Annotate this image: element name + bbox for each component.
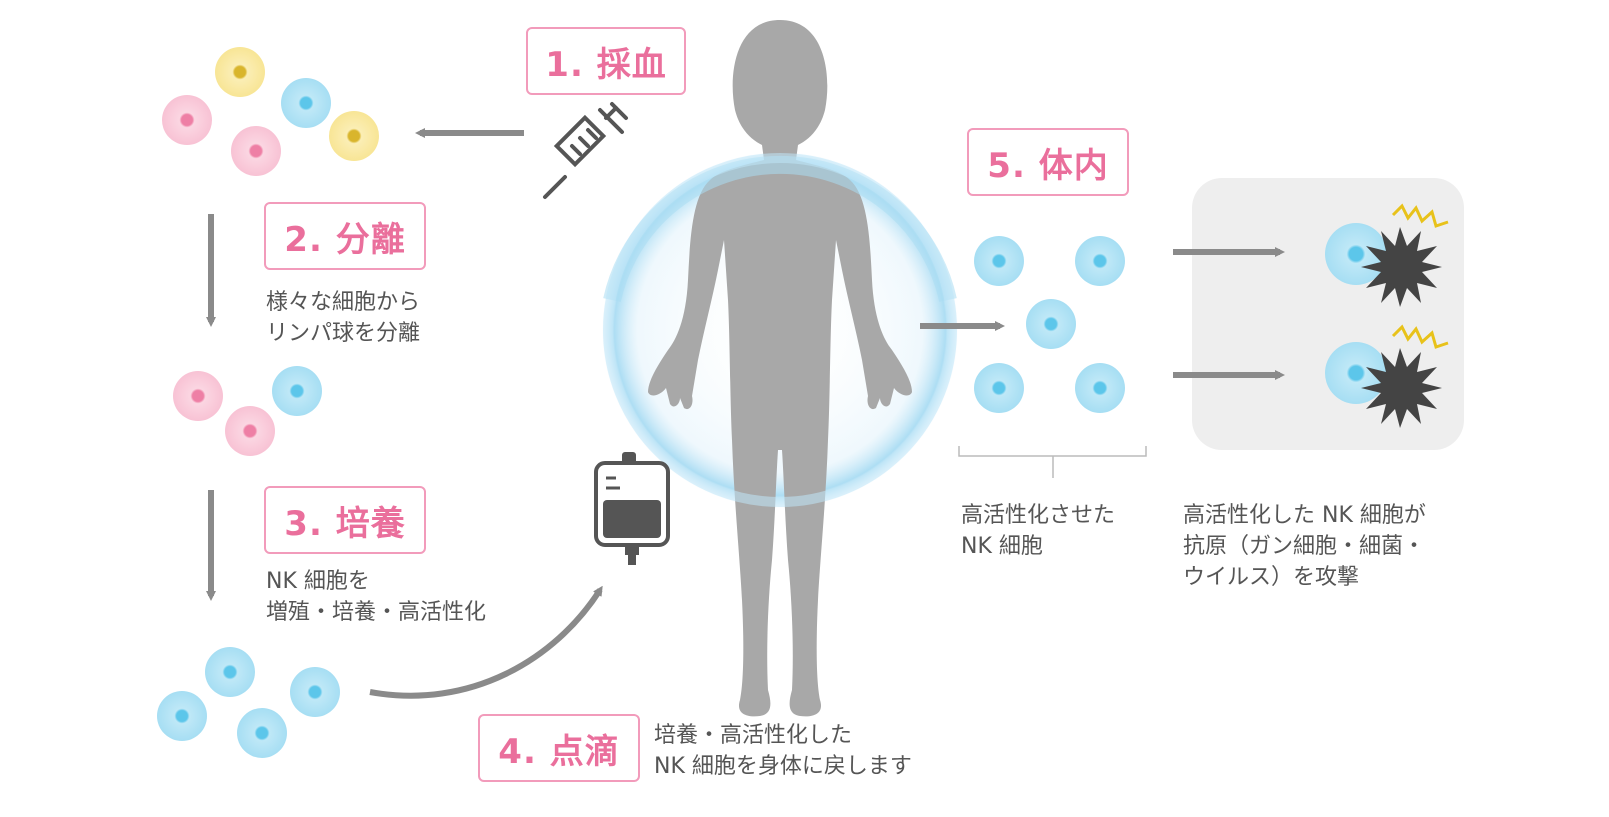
cell-blue bbox=[1075, 236, 1125, 286]
arrow-drip bbox=[369, 585, 603, 699]
activated-caption: 高活性化させた NK 細胞 bbox=[961, 500, 1115, 562]
attack-pair-bottom bbox=[1325, 324, 1449, 428]
caption-line: NK 細胞 bbox=[961, 534, 1043, 559]
cell-yellow bbox=[329, 111, 379, 161]
drip-caption: 培養・高活性化した NK 細胞を身体に戻します bbox=[654, 720, 912, 782]
attack-caption: 高活性化した NK 細胞が 抗原（ガン細胞・細菌・ ウイルス）を攻撃 bbox=[1183, 500, 1426, 593]
caption-line: NK 細胞を bbox=[266, 569, 370, 594]
caption-line: 高活性化した NK 細胞が bbox=[1183, 503, 1426, 528]
step-3-culture: 3. 培養 bbox=[264, 486, 426, 554]
cell-yellow bbox=[215, 47, 265, 97]
activated-cells-group bbox=[974, 236, 1125, 413]
step-1-blood-collection: 1. 採血 bbox=[526, 27, 686, 95]
caption-line: NK 細胞を身体に戻します bbox=[654, 754, 912, 779]
cell-blue bbox=[1075, 363, 1125, 413]
caption-line: 増殖・培養・高活性化 bbox=[266, 600, 487, 625]
attack-pair-top bbox=[1325, 203, 1449, 307]
arrows bbox=[206, 128, 1285, 699]
bracket bbox=[958, 446, 1147, 478]
cell-blue bbox=[1026, 299, 1076, 349]
caption-line: リンパ球を分離 bbox=[266, 321, 421, 346]
separation-caption: 様々な細胞から リンパ球を分離 bbox=[266, 287, 420, 349]
cultured-cells-group bbox=[157, 647, 340, 758]
caption-line: 高活性化させた bbox=[961, 503, 1116, 528]
blood-cells-group bbox=[162, 47, 379, 176]
step-4-drip: 4. 点滴 bbox=[478, 714, 640, 782]
cell-blue bbox=[237, 708, 287, 758]
step-2-separation: 2. 分離 bbox=[264, 202, 426, 270]
culture-caption: NK 細胞を 増殖・培養・高活性化 bbox=[266, 566, 486, 628]
cell-blue bbox=[157, 691, 207, 741]
human-silhouette-icon bbox=[648, 20, 912, 717]
cell-blue bbox=[290, 667, 340, 717]
cell-pink bbox=[162, 95, 212, 145]
pathogen-icon bbox=[1361, 348, 1442, 428]
separated-cells-group bbox=[173, 366, 322, 456]
cell-pink bbox=[231, 126, 281, 176]
cell-blue bbox=[205, 647, 255, 697]
iv-drip-bag-icon bbox=[594, 452, 670, 565]
cell-blue bbox=[272, 366, 322, 416]
step-5-in-body: 5. 体内 bbox=[967, 128, 1129, 196]
caption-line: ウイルス）を攻撃 bbox=[1183, 565, 1360, 590]
cell-pink bbox=[225, 406, 275, 456]
cell-pink bbox=[173, 371, 223, 421]
caption-line: 様々な細胞から bbox=[266, 290, 421, 315]
glow-ring-outline bbox=[603, 153, 957, 507]
impact-spark-icon bbox=[1391, 324, 1449, 349]
caption-line: 抗原（ガン細胞・細菌・ bbox=[1183, 534, 1426, 559]
caption-line: 培養・高活性化した bbox=[654, 723, 853, 748]
impact-spark-icon bbox=[1391, 203, 1449, 228]
pathogen-icon bbox=[1361, 227, 1442, 307]
syringe-icon bbox=[543, 102, 628, 199]
cell-blue bbox=[974, 236, 1024, 286]
cell-blue bbox=[974, 363, 1024, 413]
cell-blue bbox=[281, 78, 331, 128]
